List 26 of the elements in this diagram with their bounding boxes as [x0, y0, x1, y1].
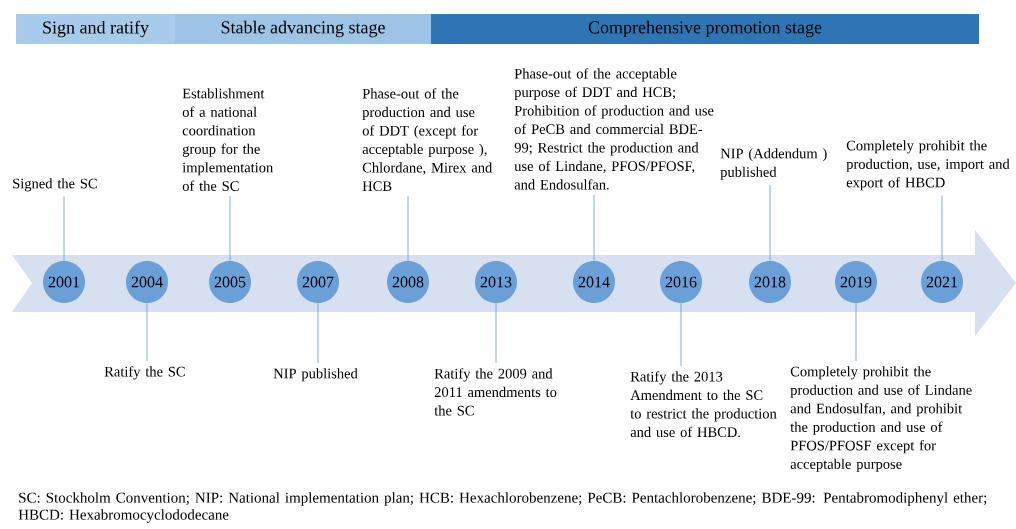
- event-text: Completely prohibit the production, use, import and export of HBCD: [846, 140, 1010, 191]
- stage-band: Comprehensive promotion stage: [431, 14, 979, 44]
- leader-line: [63, 196, 65, 262]
- event-text: Phase-out of the production and use of DDT (except for acceptable purpose ), Chlordane, Mirex and HCB: [362, 88, 493, 192]
- event-text: Ratify the SC: [104, 366, 185, 380]
- caption: SC: Stockholm Convention; NIP: National implementation plan; HCB: Hexachlorobenzene; PeCB: Pentachlorobenzene; BDE-99: Pentabromodiphenyl ether; HBCD: Hexabromocyclododecane: [18, 492, 987, 523]
- event-text: Phase-out of the acceptable purpose of DDT and HCB; Prohibition of production and use of PeCB and commercial BDE-99; Restrict the production and use of Lindane, PFOS/PFOSF, and Endosulfan.: [514, 68, 714, 190]
- leader-line: [680, 302, 682, 367]
- event-text: NIP (Addendum ) published: [720, 148, 827, 180]
- event-text: Ratify the 2013 Amendment to the SC to restrict the production and use of HBCD.: [630, 371, 777, 438]
- leader-line: [317, 302, 319, 364]
- leader-line: [407, 195, 409, 262]
- leader-line: [495, 302, 497, 364]
- leader-line: [229, 195, 231, 262]
- event-text: Ratify the 2009 and 2011 amendments to the SC: [434, 368, 557, 416]
- leader-line: [146, 302, 148, 362]
- event-text: NIP published: [273, 368, 358, 382]
- leader-line: [769, 184, 771, 262]
- stage-band: Stable advancing stage: [175, 14, 431, 44]
- leader-line: [593, 194, 595, 262]
- leader-line: [941, 195, 943, 262]
- event-text: Signed the SC: [13, 178, 97, 192]
- leader-line: [855, 302, 857, 362]
- event-text: Completely prohibit the production and use of Lindane and Endosulfan, and prohibit the production and use of PFOS/PFOSF except for acceptable purpose: [790, 366, 972, 472]
- event-text: Establishment of a national coordination group for the implementation of the SC: [182, 88, 273, 191]
- stage-band: Sign and ratify: [16, 14, 175, 44]
